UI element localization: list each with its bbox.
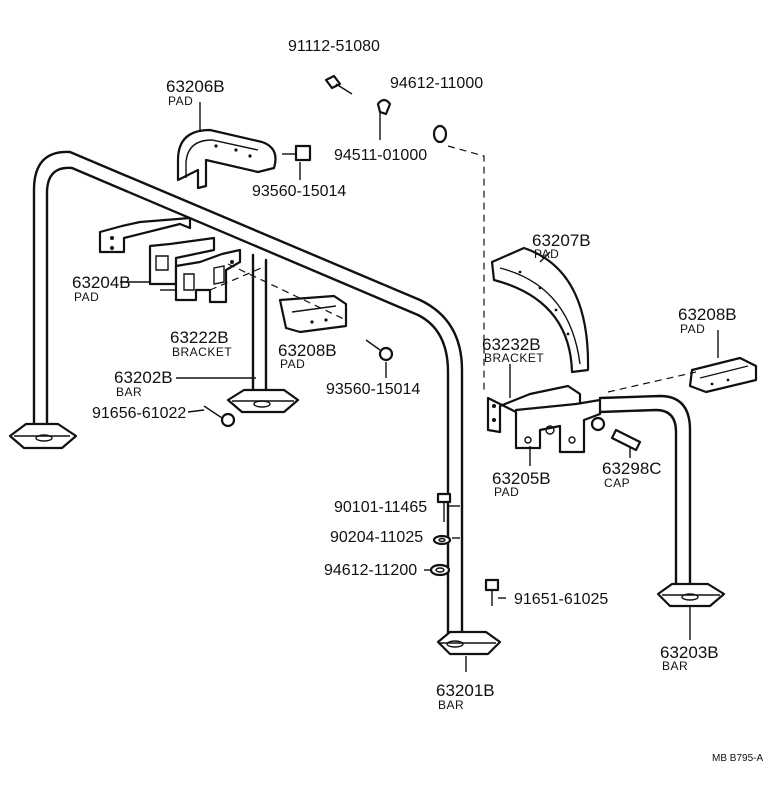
label-63203b-name: BAR xyxy=(662,659,688,673)
label-63205b-number: 63205B xyxy=(492,469,551,488)
label-bolt-91656: 91656-61022 xyxy=(92,405,186,422)
screw-93560-15014-lower xyxy=(365,339,394,362)
pad-63207b xyxy=(490,246,590,374)
label-clip-94511: 94511-01000 xyxy=(334,147,427,164)
bar-63202b xyxy=(226,253,300,414)
pad-63205b xyxy=(514,398,606,454)
nut-94612-11000 xyxy=(432,124,448,144)
label-63222b-name: BRACKET xyxy=(172,345,232,359)
main-roll-bar xyxy=(8,150,502,656)
label-63208b-right-name: PAD xyxy=(680,322,705,336)
bolt-91112-51080 xyxy=(324,74,353,95)
label-63201b-name: BAR xyxy=(438,698,464,712)
label-63232b-number: 63232B xyxy=(482,335,541,354)
label-63204b-number: 63204B xyxy=(72,273,131,292)
pad-63204b xyxy=(98,216,216,286)
label-washer-90204: 90204-11025 xyxy=(330,529,423,546)
label-63208b-left-number: 63208B xyxy=(278,341,337,360)
label-63208b-left-name: PAD xyxy=(280,357,305,371)
bolt-90101-11465 xyxy=(436,492,452,522)
pad-63208b-left xyxy=(278,294,348,334)
label-bolt-91112: 91112-51080 xyxy=(288,38,380,55)
label-nut-94612-11000: 94612-11000 xyxy=(390,75,483,92)
label-63206b-name: PAD xyxy=(168,94,193,108)
cap-63298c xyxy=(610,428,642,452)
clip-94511-01000 xyxy=(376,98,392,116)
label-63208b-right-number: 63208B xyxy=(678,305,737,324)
screw-93560-15014-upper xyxy=(282,144,312,162)
label-63206b-number: 63206B xyxy=(166,77,225,96)
bracket-63222b xyxy=(174,248,242,304)
label-63207b-number: 63207B xyxy=(532,231,591,250)
label-63298c-number: 63298C xyxy=(602,459,662,478)
nut-94612-11200 xyxy=(429,563,451,577)
leader-lines xyxy=(120,102,719,672)
label-63201b-number: 63201B xyxy=(436,681,495,700)
label-63203b-number: 63203B xyxy=(660,643,719,662)
label-screw-93560-upper: 93560-15014 xyxy=(252,183,346,200)
washer-90204-11025 xyxy=(432,534,452,546)
bolt-91651-61025 xyxy=(484,578,500,606)
label-63204b-name: PAD xyxy=(74,290,99,304)
label-63222b-number: 63222B xyxy=(170,328,229,347)
figure-reference: MB B795-A xyxy=(712,753,763,764)
label-63207b-name: PAD xyxy=(534,247,559,261)
pad-63206b xyxy=(176,128,277,190)
label-63202b-number: 63202B xyxy=(114,368,173,387)
pad-63208b-right xyxy=(688,356,758,394)
label-63205b-name: PAD xyxy=(494,485,519,499)
label-bolt-91651: 91651-61025 xyxy=(514,591,608,608)
label-nut-94612-11200: 94612-11200 xyxy=(324,562,417,579)
label-63232b-name: BRACKET xyxy=(484,351,544,365)
label-63298c-name: CAP xyxy=(604,476,630,490)
label-screw-93560-lower: 93560-15014 xyxy=(326,381,420,398)
bolt-91656-61022 xyxy=(203,405,236,428)
bar-63203b xyxy=(598,394,726,608)
label-63202b-name: BAR xyxy=(116,385,142,399)
label-bolt-90101: 90101-11465 xyxy=(334,499,427,516)
